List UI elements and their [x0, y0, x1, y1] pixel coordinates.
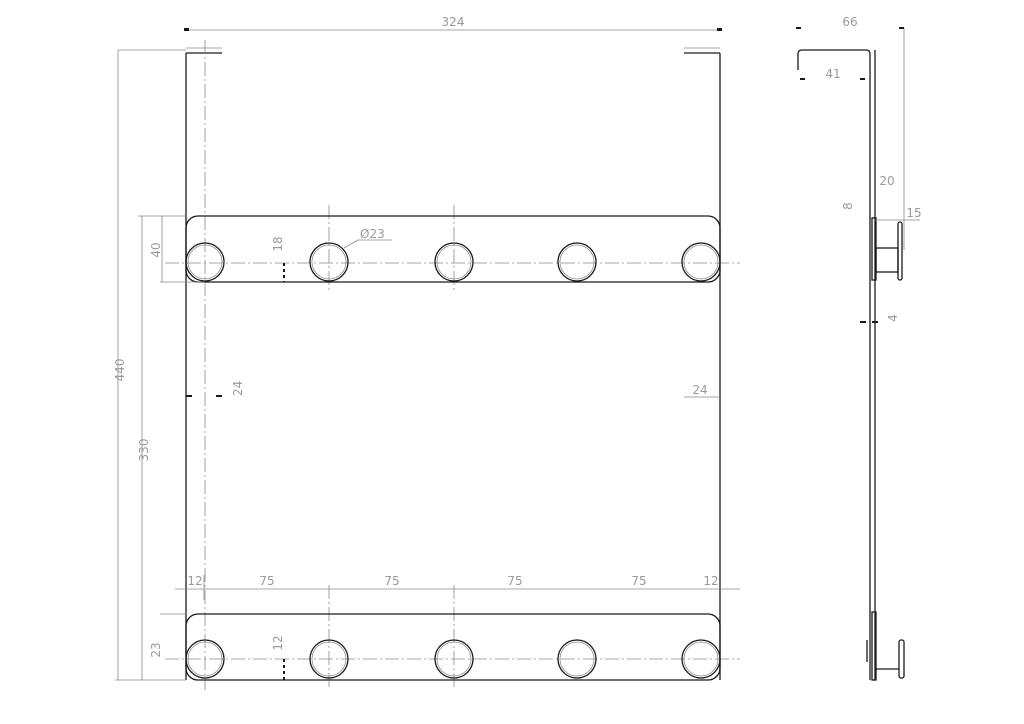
- dim-side-margin-right: 24: [692, 383, 707, 397]
- dim-bar-height: 40: [149, 242, 163, 257]
- dim-overall-width: 324: [442, 15, 465, 29]
- dim-edge-right: 12: [703, 574, 718, 588]
- bottom-bar: [185, 613, 721, 681]
- knob: [557, 242, 597, 282]
- knob-head-top: [897, 221, 903, 281]
- knob: [434, 242, 474, 282]
- plate-bottom: [871, 611, 877, 681]
- knob: [681, 639, 721, 679]
- dim-hole-offset-bottom: 12: [271, 635, 285, 650]
- knob: [309, 242, 349, 282]
- knob-stem-top: [875, 247, 899, 273]
- dim-overall-height: 440: [113, 359, 127, 382]
- dim-thickness-marker: 4: [886, 314, 900, 322]
- knob: [309, 639, 349, 679]
- knob: [185, 639, 225, 679]
- top-knobs: [185, 242, 721, 282]
- hook-profile: [797, 49, 871, 680]
- dim-hook-inner: 41: [825, 67, 840, 81]
- dim-knob-head: 15: [906, 206, 921, 220]
- bottom-knobs: [185, 639, 721, 679]
- side-view: 66 41 20 8 15 4: [796, 15, 922, 681]
- dim-plate-thickness: 8: [841, 202, 855, 210]
- dim-pitch-2: 75: [384, 574, 399, 588]
- front-view: 324 440 330 40 18 Ø23 24 24 12 75 75: [113, 15, 740, 690]
- knob: [434, 639, 474, 679]
- knob: [185, 242, 225, 282]
- dim-pitch-1: 75: [259, 574, 274, 588]
- dim-bottom-bar-height: 23: [149, 642, 163, 657]
- dim-hole-offset-top: 18: [271, 236, 285, 251]
- knob: [681, 242, 721, 282]
- top-bar: [185, 215, 721, 283]
- knob-head-bottom: [898, 639, 905, 679]
- dim-knob-diameter: Ø23: [360, 227, 385, 241]
- dim-hook-depth: 66: [842, 15, 857, 29]
- dim-pitch-4: 75: [631, 574, 646, 588]
- dim-pitch-3: 75: [507, 574, 522, 588]
- knob: [557, 639, 597, 679]
- dim-bar-spacing: 330: [137, 439, 151, 462]
- dim-edge-left: 12: [187, 574, 202, 588]
- dim-knob-projection: 20: [879, 174, 894, 188]
- dim-side-margin-left: 24: [231, 381, 245, 396]
